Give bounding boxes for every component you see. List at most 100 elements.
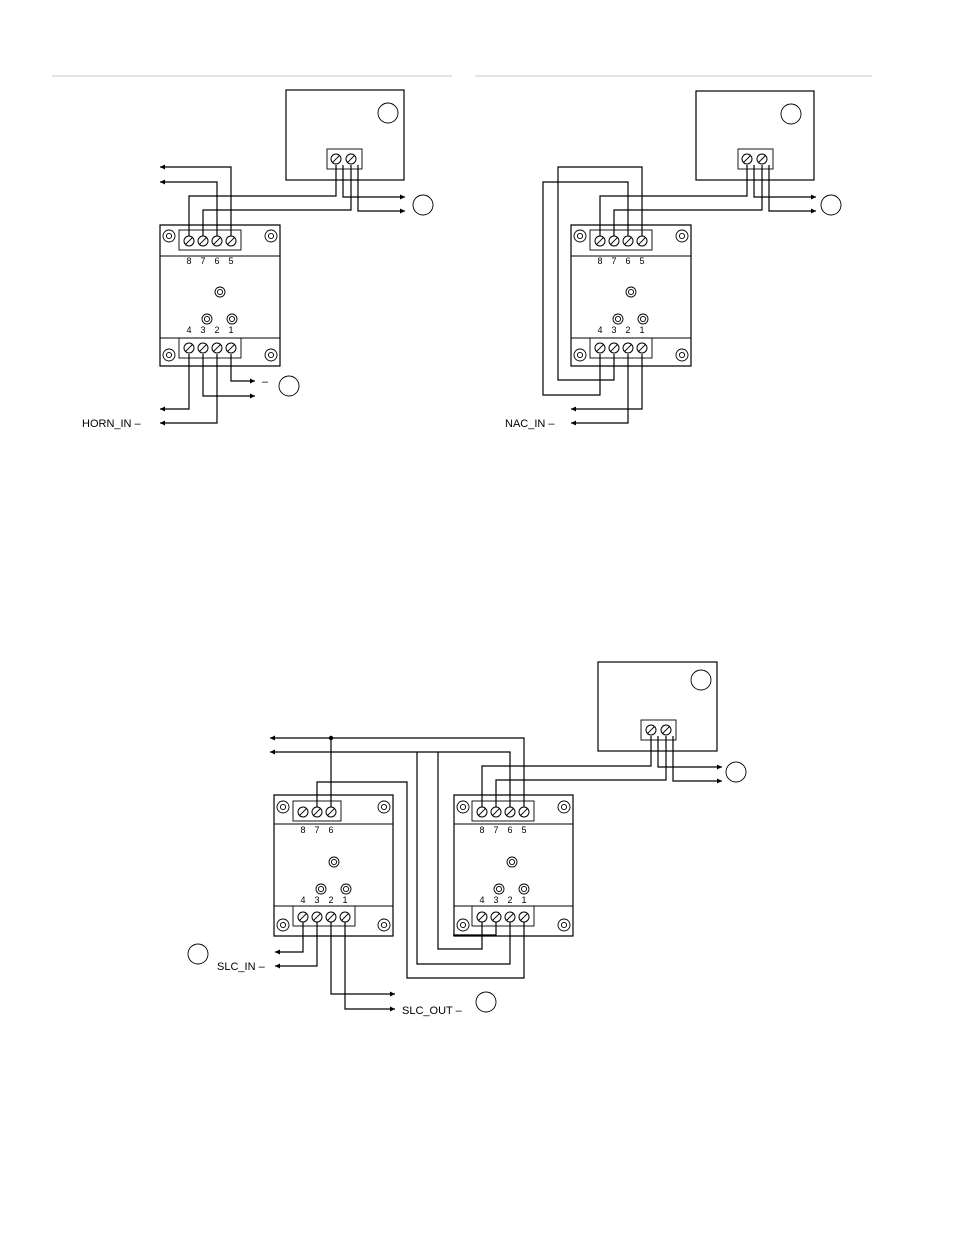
mounting-hole: [558, 801, 570, 813]
terminal-label: 8: [597, 256, 602, 266]
mounting-hole: [457, 801, 469, 813]
screw-terminal: [477, 912, 487, 922]
terminal-label: 5: [639, 256, 644, 266]
screw-terminal: [226, 236, 236, 246]
screw-terminal: [477, 807, 487, 817]
terminal-label: 4: [186, 325, 191, 335]
terminal-label: 6: [625, 256, 630, 266]
status-led: [227, 314, 237, 324]
screw-terminal: [623, 343, 633, 353]
terminal-label: 3: [314, 895, 319, 905]
callout-circle: [279, 376, 299, 396]
terminal-label: 2: [507, 895, 512, 905]
callout-circle: [726, 762, 746, 782]
terminal-label: 2: [625, 325, 630, 335]
screw-terminal: [595, 236, 605, 246]
callout-circle: [476, 992, 496, 1012]
screw-terminal: [519, 912, 529, 922]
screw-terminal: [184, 343, 194, 353]
terminal-label: 2: [328, 895, 333, 905]
screw-terminal: [637, 236, 647, 246]
horn-in-label: HORN_IN –: [82, 418, 142, 430]
mounting-hole: [277, 919, 289, 931]
diagram-slc-wiring: 8 7 6 4 3 2 1 8 7 6 5: [188, 662, 746, 1017]
screw-terminal: [661, 725, 671, 735]
appliance-screw-terminal: [346, 154, 356, 164]
terminal-label: 4: [479, 895, 484, 905]
appliance-screw-terminal: [331, 154, 341, 164]
callout-circle: [413, 195, 433, 215]
screw-terminal: [212, 236, 222, 246]
screw-terminal: [298, 912, 308, 922]
screw-terminal: [491, 912, 501, 922]
minus-mark: –: [262, 376, 269, 388]
terminal-label: 8: [300, 825, 305, 835]
diagram-nac-wiring: 8 7 6 5 4 3 2 1 NAC_IN –: [505, 91, 841, 430]
terminal-label: 8: [479, 825, 484, 835]
left-module-body: 8 7 6 4 3 2 1: [274, 795, 393, 936]
terminal-label: 7: [200, 256, 205, 266]
terminal-label: 1: [639, 325, 644, 335]
mounting-hole: [676, 230, 688, 242]
screw-terminal: [623, 236, 633, 246]
screw-terminal: [637, 343, 647, 353]
screw-terminal: [312, 912, 322, 922]
screw-terminal: [609, 236, 619, 246]
status-led: [202, 314, 212, 324]
screw-terminal: [198, 343, 208, 353]
mounting-hole: [378, 801, 390, 813]
screw-terminal: [212, 343, 222, 353]
terminal-label: 1: [342, 895, 347, 905]
mounting-hole: [574, 230, 586, 242]
notification-appliance-box: [696, 91, 814, 180]
right-module-body: 8 7 6 5 4 3 2 1: [454, 795, 573, 936]
status-led: [329, 857, 339, 867]
screw-terminal: [326, 912, 336, 922]
terminal-label: 6: [214, 256, 219, 266]
mounting-hole: [277, 801, 289, 813]
screw-terminal: [491, 807, 501, 817]
screw-terminal: [198, 236, 208, 246]
screw-terminal: [298, 807, 308, 817]
status-led: [494, 884, 504, 894]
mounting-hole: [265, 230, 277, 242]
terminal-label: 6: [507, 825, 512, 835]
screw-terminal: [646, 725, 656, 735]
nac-in-label: NAC_IN –: [505, 418, 555, 430]
screw-terminal: [505, 912, 515, 922]
status-led: [626, 287, 636, 297]
notification-appliance-box: [286, 90, 404, 180]
status-led: [638, 314, 648, 324]
terminal-label: 7: [611, 256, 616, 266]
callout-circle: [188, 944, 208, 964]
status-led: [519, 884, 529, 894]
screw-terminal: [609, 343, 619, 353]
terminal-label: 5: [228, 256, 233, 266]
terminal-label: 7: [493, 825, 498, 835]
callout-circle: [821, 195, 841, 215]
mounting-hole: [265, 349, 277, 361]
screw-terminal: [519, 807, 529, 817]
mounting-hole: [163, 230, 175, 242]
status-led: [316, 884, 326, 894]
screw-terminal: [326, 807, 336, 817]
terminal-label: 3: [200, 325, 205, 335]
terminal-label: 6: [328, 825, 333, 835]
screw-terminal: [505, 807, 515, 817]
status-led: [341, 884, 351, 894]
screw-terminal: [340, 912, 350, 922]
screw-terminal: [595, 343, 605, 353]
terminal-label: 1: [228, 325, 233, 335]
terminal-label: 1: [521, 895, 526, 905]
screw-terminal: [226, 343, 236, 353]
terminal-label: 2: [214, 325, 219, 335]
slc-out-label: SLC_OUT –: [402, 1005, 463, 1017]
module-body: 8 7 6 5 4 3 2 1: [571, 225, 691, 366]
terminal-label: 4: [597, 325, 602, 335]
slc-in-label: SLC_IN –: [217, 961, 266, 973]
terminal-label: 8: [186, 256, 191, 266]
terminal-label: 5: [521, 825, 526, 835]
screw-terminal: [184, 236, 194, 246]
screw-terminal: [742, 154, 752, 164]
